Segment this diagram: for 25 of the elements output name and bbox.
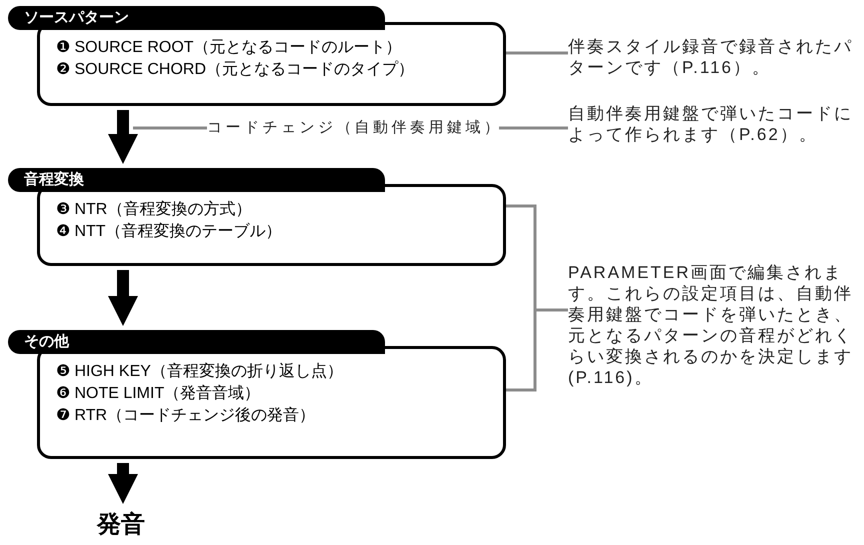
- flow-arrow: [108, 110, 138, 164]
- parameter-item: ❶ SOURCE ROOT（元となるコードのルート）: [56, 38, 403, 58]
- flow-arrow: [108, 270, 138, 326]
- parameter-item: ❻ NOTE LIMIT（発音音域）: [56, 384, 262, 404]
- section-header: ソースパターン: [8, 6, 385, 30]
- leader-line: [499, 126, 568, 130]
- leader-line: [506, 308, 568, 392]
- parameter-item: ❸ NTR（音程変換の方式）: [56, 200, 252, 220]
- section-header: その他: [8, 330, 385, 354]
- parameter-item: ❺ HIGH KEY（音程変換の折り返し点）: [56, 362, 344, 382]
- parameter-group: [8, 6, 506, 106]
- leader-line: [133, 126, 207, 130]
- note-text: 自動伴奏用鍵盤で弾いたコードによって作られます（P.62）。: [568, 103, 858, 145]
- output-label: 発音: [97, 508, 149, 542]
- parameter-group: [8, 330, 506, 459]
- parameter-item: ❼ RTR（コードチェンジ後の発音）: [56, 406, 316, 426]
- section-header: 音程変換: [8, 168, 385, 192]
- leader-line: [506, 52, 568, 54]
- leader-label: コードチェンジ（自動伴奏用鍵域）: [207, 116, 499, 140]
- parameter-item: ❹ NTT（音程変換のテーブル）: [56, 222, 283, 242]
- flow-arrow: [108, 463, 138, 504]
- note-text: PARAMETER画面で編集されます。これらの設定項目は、自動伴奏用鍵盤でコードを弾いたとき、元となるパターンの音程がどれくらい変換されるのかを決定します(P.116)。: [568, 262, 858, 388]
- note-text: 伴奏スタイル録音で録音されたパターンです（P.116）。: [568, 36, 858, 78]
- parameter-group: [8, 168, 506, 266]
- parameter-item: ❷ SOURCE CHORD（元となるコードのタイプ）: [56, 60, 416, 80]
